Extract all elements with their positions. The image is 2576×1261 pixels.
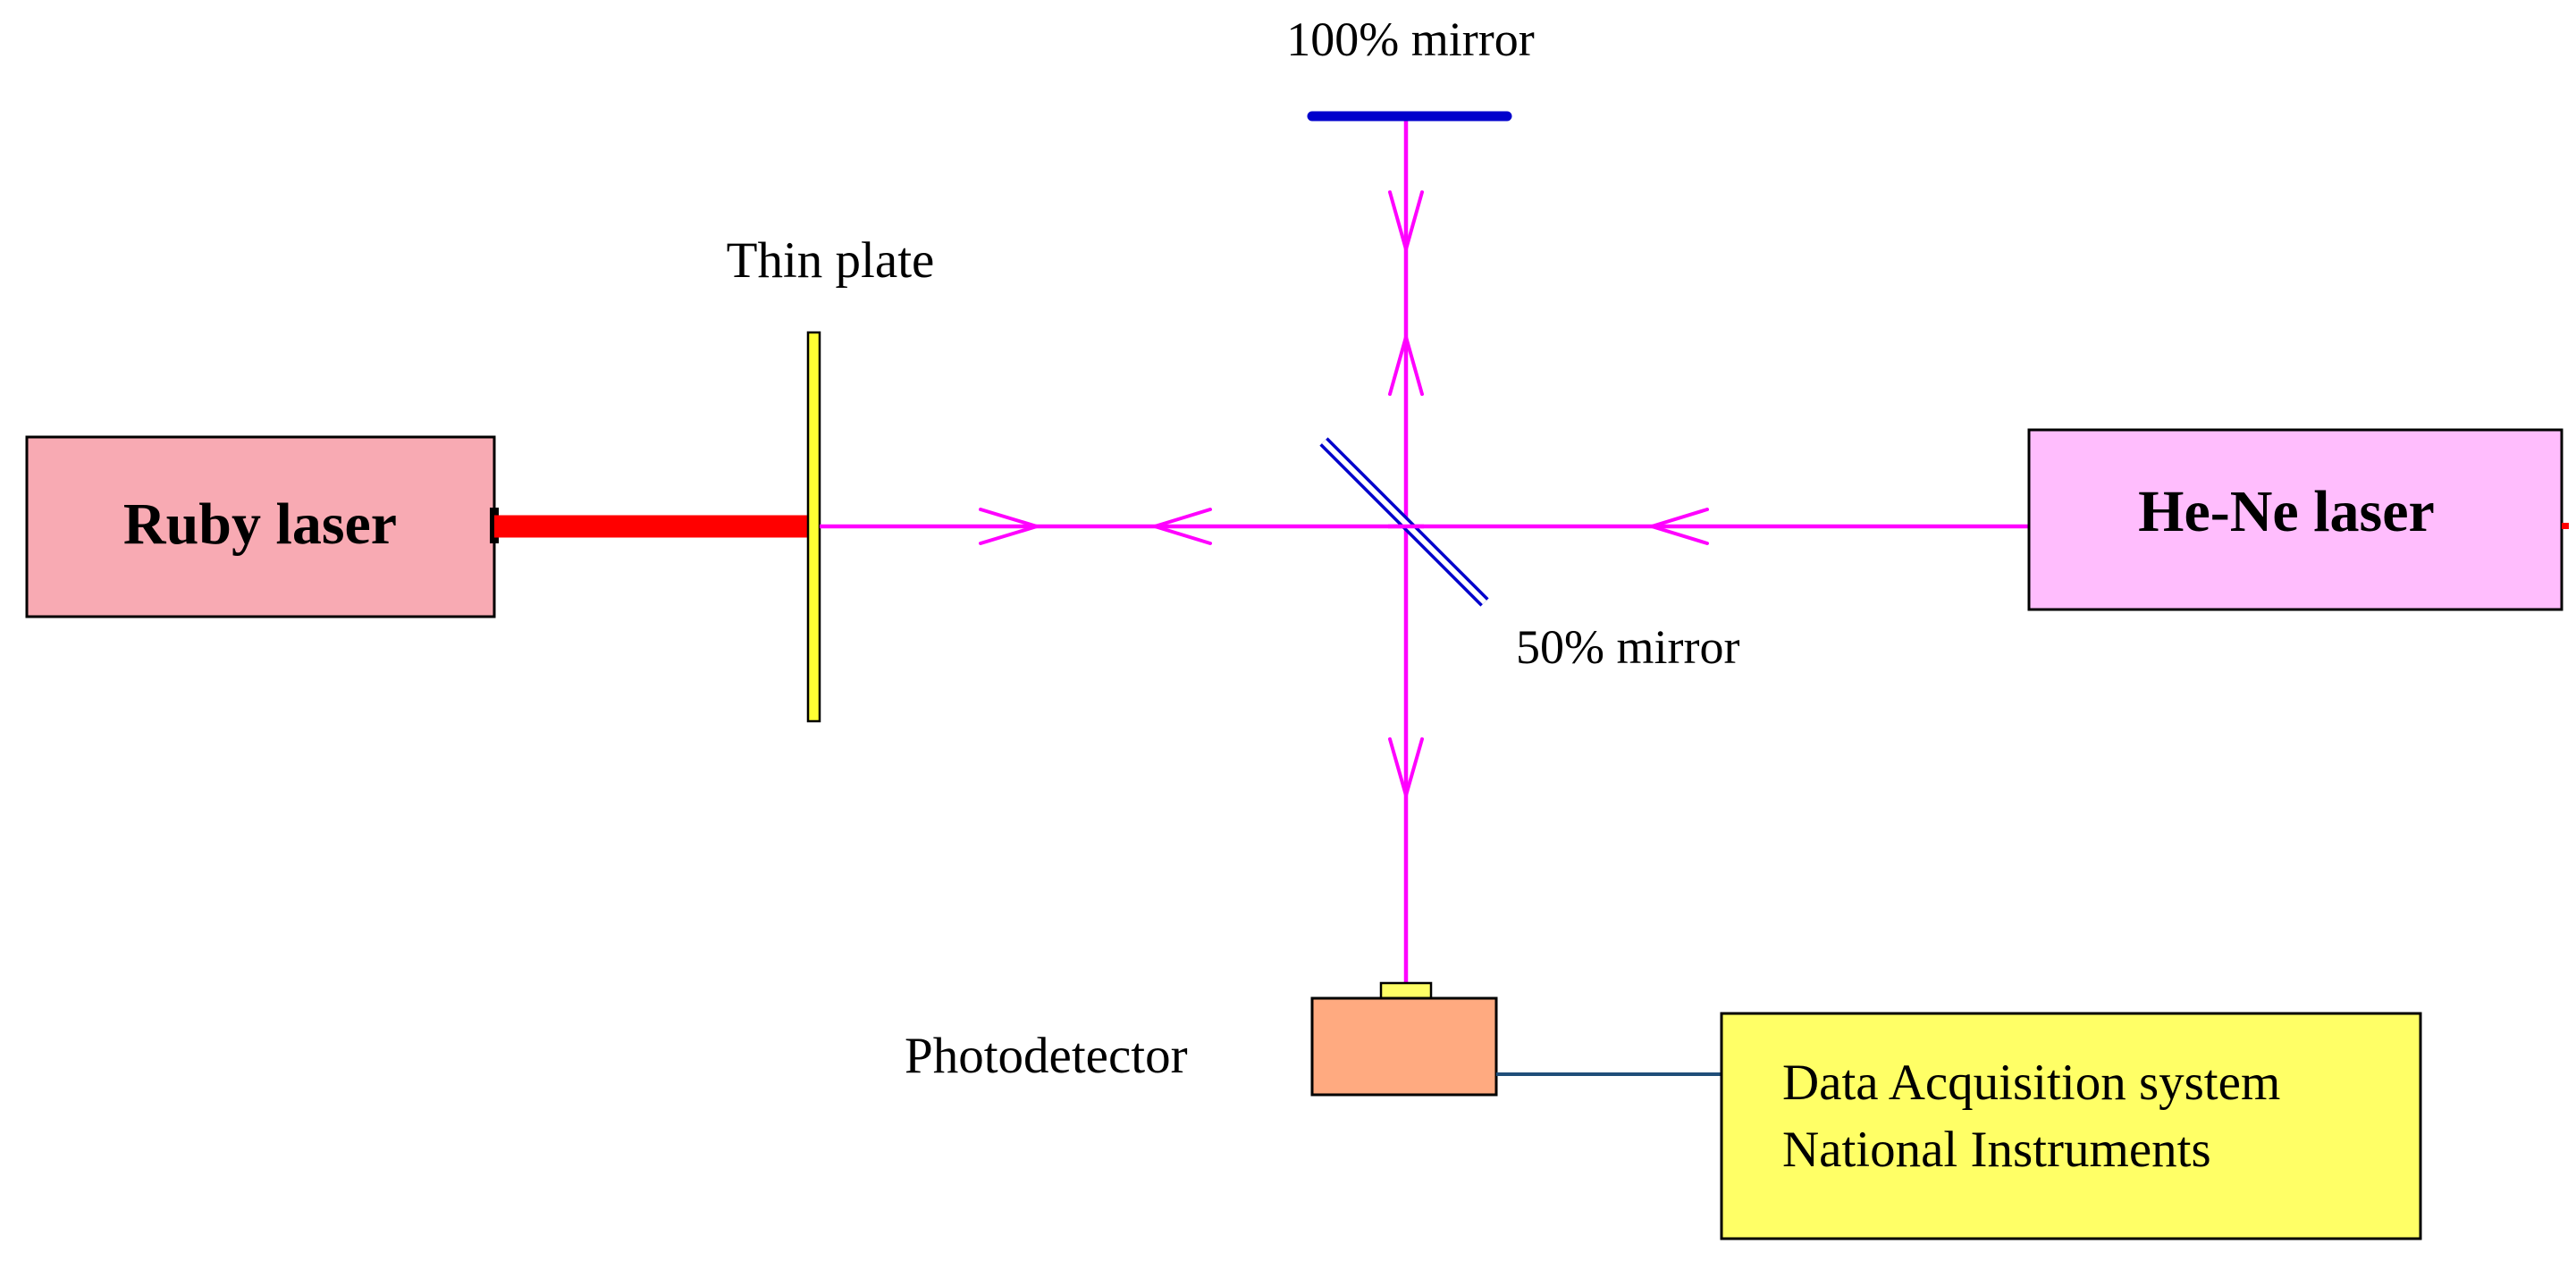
photodetector-body: [1310, 996, 1498, 1097]
full-mirror: 100% mirror: [1286, 13, 1535, 122]
hene-laser: He-Ne laser: [2027, 428, 2569, 611]
ruby-laser-box: [25, 435, 496, 618]
full-mirror-label: 100% mirror: [1286, 13, 1534, 66]
half-mirror: 50% mirror: [1319, 437, 1739, 674]
arrow-down-to-detector: [1388, 737, 1424, 797]
thin-plate: Thin plate: [727, 232, 935, 723]
ruby-laser: Ruby laser: [25, 435, 496, 618]
hene-laser-box: [2027, 428, 2563, 611]
arrow-left-from-hene: [1650, 508, 1709, 545]
half-mirror-inner: [1321, 439, 1487, 605]
daq-label-line1: Data Acquisition system: [1782, 1055, 2280, 1111]
photodetector-label: Photodetector: [905, 1028, 1188, 1084]
half-mirror-label: 50% mirror: [1516, 620, 1739, 674]
daq-label-line2: National Instruments: [1782, 1122, 2211, 1178]
thin-plate-label: Thin plate: [727, 232, 935, 289]
daq-box: [1720, 1012, 2422, 1240]
hene-laser-rear-dot: [2562, 523, 2569, 529]
hene-laser-label: He-Ne laser: [2138, 479, 2435, 544]
arrow-up-from-splitter: [1388, 335, 1424, 396]
arrow-right-to-plate: [979, 508, 1039, 545]
arrow-left-from-splitter: [1153, 508, 1212, 545]
arrow-down-from-mirror: [1388, 190, 1424, 251]
photodetector: Photodetector: [905, 981, 1498, 1097]
ruby-laser-label: Ruby laser: [123, 492, 397, 557]
data-acquisition-system: Data Acquisition system National Instrum…: [1720, 1012, 2422, 1240]
thin-plate-element: [806, 331, 821, 723]
